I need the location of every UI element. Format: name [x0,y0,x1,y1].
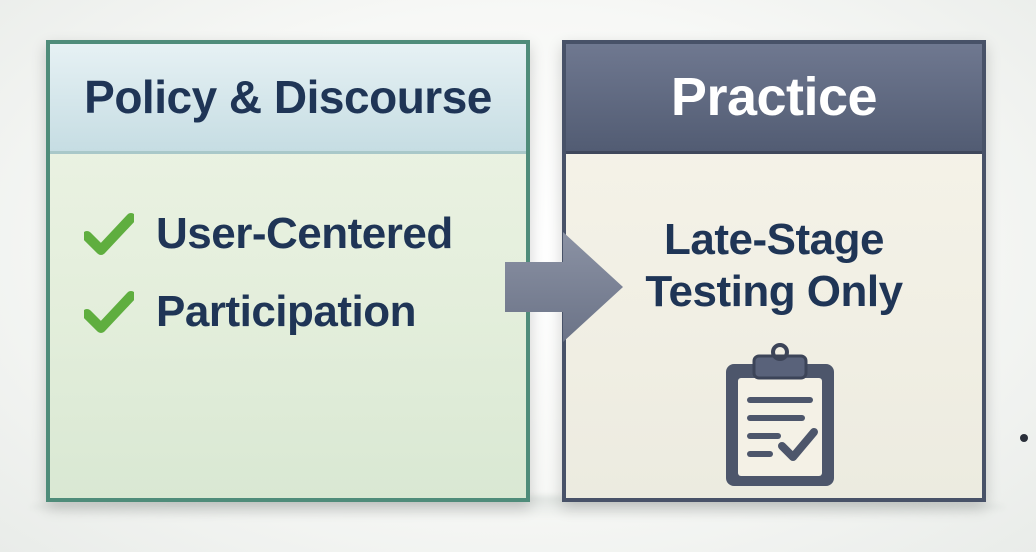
checkmark-icon [84,213,134,255]
policy-discourse-title: Policy & Discourse [84,71,492,123]
practice-title: Practice [670,67,878,127]
stray-dot [1020,434,1028,442]
checkmark-icon [84,291,134,333]
practice-description: Late-Stage Testing Only [566,214,982,318]
practice-panel: Practice Late-Stage Testing Only [562,40,986,502]
practice-text-line-2: Testing Only [645,267,903,316]
practice-header: Practice [566,44,982,154]
clipboard-check-icon [726,343,834,486]
list-item-user-centered: User-Centered [84,204,453,264]
practice-text-line-1: Late-Stage [664,215,884,264]
list-item-label: Participation [156,287,417,336]
list-item-label: User-Centered [156,209,453,258]
arrow-right-icon [505,232,623,342]
list-item-participation: Participation [84,282,417,342]
policy-discourse-panel: Policy & Discourse User-Centered Partici… [46,40,530,502]
policy-discourse-header: Policy & Discourse [50,44,526,154]
